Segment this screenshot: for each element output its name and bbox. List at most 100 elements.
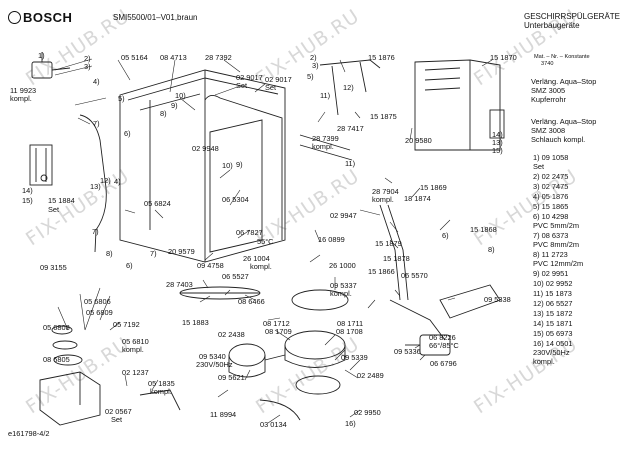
callout: 9) — [236, 160, 243, 169]
part-label: kompl. — [312, 142, 334, 151]
part-list-item: 8) 11 2723 — [533, 250, 568, 259]
callout: 11) — [320, 91, 331, 100]
part-label: 05 6824 — [144, 199, 171, 208]
part-label: 09 5339 — [341, 353, 368, 362]
part-label: 05 7192 — [113, 320, 140, 329]
callout: 8) — [488, 245, 495, 254]
part-label: 09 5621 — [218, 373, 245, 382]
part-label: 26 1000 — [329, 261, 356, 270]
part-label: 15 1870 — [490, 53, 517, 62]
part-label: 28 7392 — [205, 53, 232, 62]
hose — [79, 114, 106, 181]
part-label: 55°C — [257, 237, 274, 246]
part-label: 11 9923 — [10, 86, 37, 95]
leader-lines — [54, 58, 493, 424]
part-label: 02 9017 — [236, 73, 263, 82]
part-label: 08 6466 — [238, 297, 265, 306]
callout: 12) — [343, 83, 354, 92]
hose — [94, 179, 107, 253]
part-label: 02 0567 — [105, 407, 132, 416]
callout: 11) — [345, 159, 356, 168]
part-label: 26 1004 — [243, 254, 270, 263]
callout: 12) — [100, 176, 111, 185]
control-panel-assembly — [414, 59, 505, 151]
part-list-item: 2) 02 2475 — [533, 172, 569, 181]
part-label: 15 1883 — [182, 318, 209, 327]
note-number: 3740 — [541, 61, 554, 67]
part-label: Set — [265, 83, 277, 92]
callout: 10) — [222, 161, 233, 170]
part-list-item: 15) 05 6973 — [533, 329, 573, 338]
aqua-stop-valve — [29, 52, 71, 186]
aqua-stop-line: Schlauch kompl. — [531, 135, 586, 144]
part-label: 06 7827 — [236, 228, 263, 237]
door-seal — [204, 95, 283, 240]
note-label: Mat. – Nr. – Konstante — [534, 54, 590, 60]
part-label: 02 2438 — [218, 330, 245, 339]
part-label: 05 1835 — [148, 379, 175, 388]
aqua-stop-line: SMZ 3005 — [531, 86, 566, 95]
part-list-item: 14) 15 1871 — [533, 319, 573, 328]
part-list-item: 1) 09 1058 — [533, 153, 569, 162]
part-label: 06 5570 — [401, 271, 428, 280]
callout: 6) — [126, 261, 133, 270]
aqua-stop-line: Verläng. Aqua–Stop — [531, 77, 597, 86]
part-label: 05 6809 — [86, 308, 113, 317]
part-list-item: PVC 5mm/2m — [533, 221, 579, 230]
part-label: 06 5527 — [222, 272, 249, 281]
callout: 6) — [442, 231, 449, 240]
part-label: kompl. — [250, 262, 272, 271]
model-number: SMI5500/01–V01,braun — [113, 13, 198, 22]
callout: 10) — [175, 91, 186, 100]
part-label: 02 9947 — [330, 211, 357, 220]
part-label: 15 1868 — [470, 225, 497, 234]
part-label: 28 7399 — [312, 134, 339, 143]
part-label: 08 6805 — [43, 355, 70, 364]
part-label: kompl. — [372, 195, 394, 204]
callout: 8) — [106, 249, 113, 258]
callout: 2) — [310, 53, 317, 62]
drain-hose — [139, 389, 181, 411]
part-label: 02 2489 — [357, 371, 384, 380]
callout: 5) — [118, 94, 125, 103]
bosch-logo-icon — [8, 11, 21, 24]
part-label: 09 5340 — [199, 352, 226, 361]
part-label: 20 9579 — [168, 247, 195, 256]
part-label: kompl. — [150, 387, 172, 396]
part-list-item: 4) 05 1876 — [533, 192, 569, 201]
part-label: 15 1879 — [375, 239, 402, 248]
part-label: 15 1876 — [368, 53, 395, 62]
part-label: 05 6808 — [43, 323, 70, 332]
part-list-item: 13) 15 1872 — [533, 309, 573, 318]
part-label: kompl. — [10, 94, 32, 103]
filter-sump — [284, 289, 349, 395]
part-label: 08 1712 — [263, 319, 290, 328]
aqua-stop-line: Verläng. Aqua–Stop — [531, 117, 597, 126]
callout: 14) — [492, 130, 503, 139]
part-label: 28 7403 — [166, 280, 193, 289]
callout: 3) — [84, 62, 91, 71]
part-list-item: 6) 10 4298 — [533, 212, 569, 221]
callout: 15) — [22, 196, 33, 205]
circulation-pump — [228, 343, 286, 378]
part-list-item: 7) 08 6373 — [533, 231, 569, 240]
callout: 8) — [160, 109, 167, 118]
part-label: 09 5337 — [330, 281, 357, 290]
part-list-item: PVC 12mm/2m — [533, 259, 584, 268]
callout: 7) — [93, 119, 100, 128]
part-label: kompl. — [330, 289, 352, 298]
part-label: 05 5164 — [121, 53, 148, 62]
part-label: Set — [111, 415, 123, 424]
part-label: 15 1869 — [420, 183, 447, 192]
tube — [299, 134, 353, 161]
brand-logo: BOSCH — [23, 10, 73, 25]
part-list-item: 16) 14 0501 — [533, 339, 573, 348]
callout: 14) — [22, 186, 33, 195]
part-label: 05 6810 — [122, 337, 149, 346]
document-id: e161798-4/2 — [8, 429, 50, 438]
part-label: 28 7417 — [337, 124, 364, 133]
part-label: 08 1708 — [336, 327, 363, 336]
part-label: 18 1874 — [404, 194, 431, 203]
